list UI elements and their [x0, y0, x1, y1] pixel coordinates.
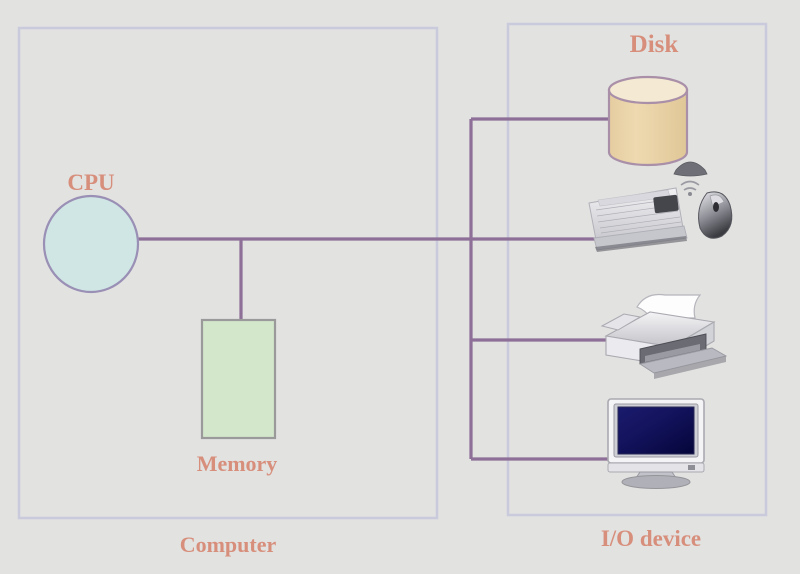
computer-group-box — [17, 26, 439, 520]
mouse-left-button — [709, 194, 725, 208]
monitor-screen — [617, 406, 695, 455]
node-memory: Memory — [197, 318, 278, 476]
mouse-body — [698, 191, 733, 239]
io-device-group-box — [506, 22, 768, 517]
bus-lines — [138, 117, 612, 461]
keyboard-numpad — [653, 194, 679, 214]
cpu-label: CPU — [67, 170, 115, 195]
cpu-ellipse — [42, 194, 140, 294]
disk-cylinder-body — [607, 88, 689, 167]
node-disk: Disk — [607, 31, 689, 167]
keyboard-mouse-icon — [588, 161, 733, 252]
group-computer — [17, 26, 439, 520]
node-cpu: CPU — [42, 170, 140, 294]
mouse-scroll-wheel — [713, 202, 719, 212]
disk-cylinder-top — [607, 75, 689, 105]
wireless-dot-icon — [688, 192, 692, 196]
wireless-receiver-icon — [673, 161, 708, 177]
wireless-waves-icon — [680, 180, 700, 191]
printer-slot-highlight — [645, 344, 700, 362]
printer-shadow — [654, 356, 726, 379]
printer-icon — [600, 293, 728, 379]
keyboard-wrist-rest — [593, 225, 688, 251]
group-io-device — [506, 22, 768, 517]
disk-label: Disk — [630, 31, 679, 58]
printer-input-tray — [600, 313, 642, 331]
io-device-group-label: I/O device — [601, 526, 701, 551]
keyboard-base-shadow — [595, 236, 687, 252]
memory-rect — [200, 318, 277, 440]
memory-label: Memory — [197, 451, 278, 476]
monitor-icon — [607, 398, 705, 489]
monitor-base — [621, 475, 691, 489]
monitor-power-led — [688, 465, 695, 470]
computer-group-label: Computer — [180, 532, 277, 557]
